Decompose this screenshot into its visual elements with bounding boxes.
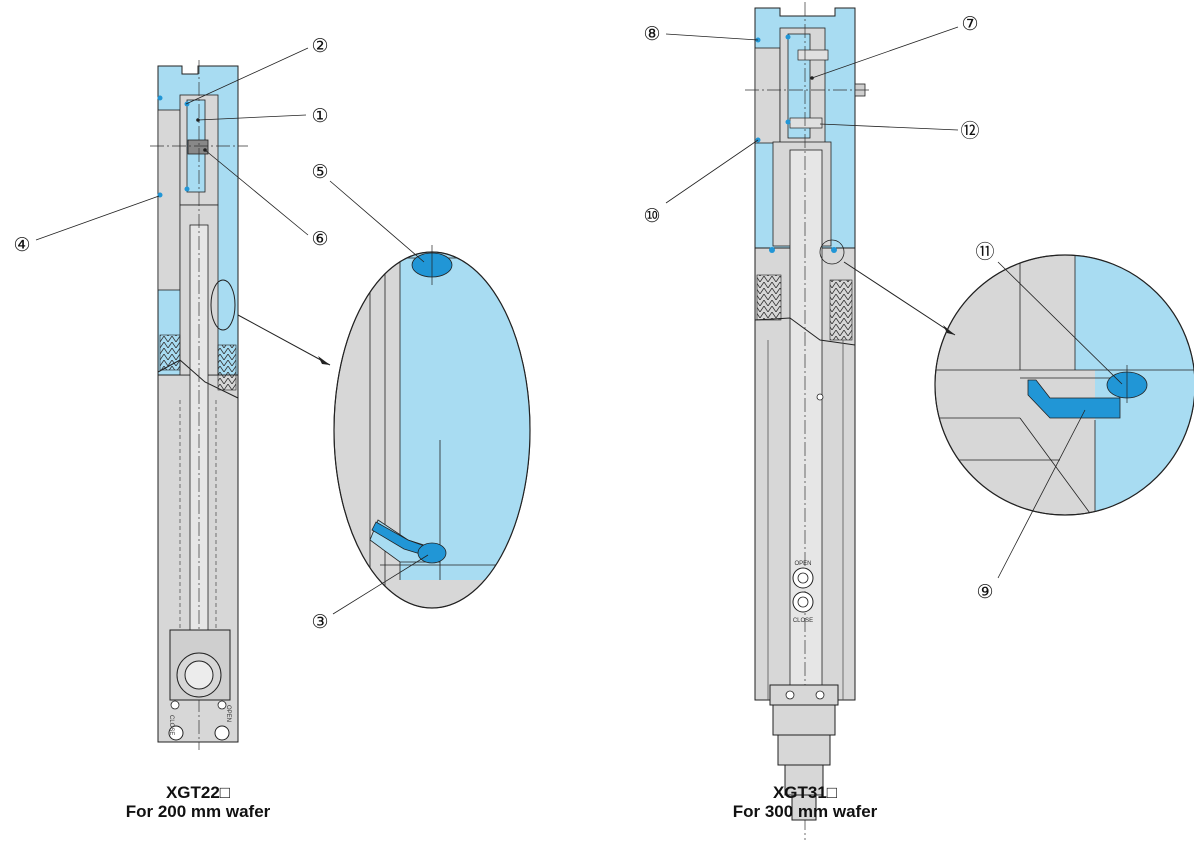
xgt22-seal-detail-view [333,245,531,609]
xgt22-model-label: XGT22□ [165,783,231,802]
close-port-label: CLOSE [168,715,174,735]
callout-5: ⑤ [311,162,328,183]
xgt31-model-label: XGT31□ [772,783,838,802]
detail-arrow-line [237,314,331,366]
callout-1: ① [311,106,328,127]
open-port-label: OPEN [794,561,811,567]
detail-arrow-head [318,356,330,365]
xgt22-caption: XGT22□ For 200 mm wafer [88,783,308,821]
callout-11: ⑪ [975,241,994,263]
xgt31-caption: XGT31□ For 300 mm wafer [695,783,915,821]
callout-12: ⑫ [960,120,979,142]
xgt31-seal-detail-view [934,254,1194,516]
xgt22-valve-section: CLOSE OPEN [150,60,248,750]
detail-arrow-head [943,325,955,335]
xgt22-wafer-label: For 200 mm wafer [125,802,271,821]
callout-10: ⑩ [643,206,660,227]
detail-arrow-line [843,261,956,336]
callout-2: ② [311,36,328,57]
open-port-label: OPEN [225,705,231,722]
xgt31-valve-section: OPEN CLOSE [745,2,870,840]
callouts: ① ② ⑥ ④ ⑤ ③ ⑧ ⑦ ⑫ ⑩ ⑪ ⑨ [13,14,1123,633]
callout-8: ⑧ [643,24,660,45]
callout-3: ③ [311,612,328,633]
callout-6: ⑥ [311,229,328,250]
callout-7: ⑦ [961,14,978,35]
close-port-label: CLOSE [793,618,813,624]
callout-4: ④ [13,235,30,256]
callout-9: ⑨ [976,582,993,603]
xgt31-wafer-label: For 300 mm wafer [732,802,878,821]
